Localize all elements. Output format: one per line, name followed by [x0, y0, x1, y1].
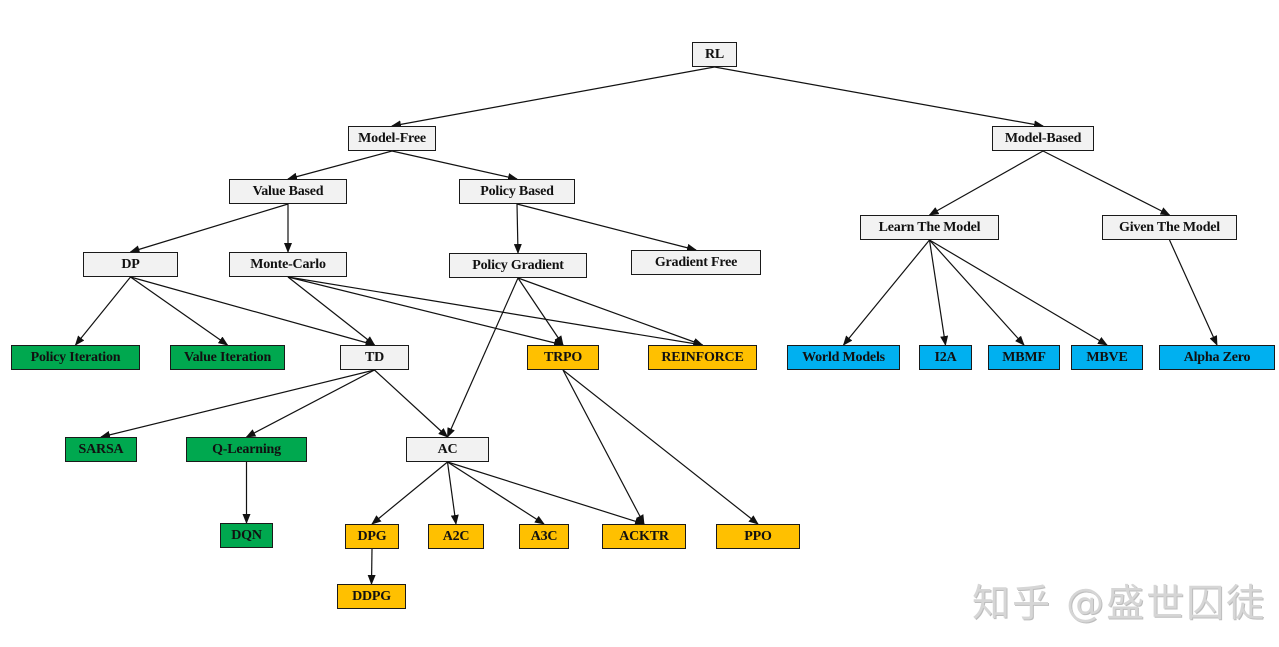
- node-i2a: I2A: [919, 345, 972, 370]
- edge-model-free-to-value-based: [287, 150, 393, 181]
- node-dpg: DPG: [345, 524, 399, 549]
- node-learn-the-model: Learn The Model: [860, 215, 999, 240]
- node-a3c: A3C: [519, 524, 569, 549]
- edge-trpo-to-ppo: [562, 369, 759, 525]
- node-world-models: World Models: [787, 345, 900, 370]
- node-alpha-zero: Alpha Zero: [1159, 345, 1275, 370]
- node-ddpg: DDPG: [337, 584, 406, 609]
- node-acktr: ACKTR: [602, 524, 686, 549]
- edge-given-the-model-to-alpha-zero: [1168, 239, 1218, 346]
- node-rl: RL: [692, 42, 737, 67]
- node-ppo: PPO: [716, 524, 800, 549]
- node-value-iteration: Value Iteration: [170, 345, 285, 370]
- node-value-based: Value Based: [229, 179, 347, 204]
- edge-ac-to-acktr: [447, 461, 645, 526]
- node-trpo: TRPO: [527, 345, 599, 370]
- node-ac: AC: [406, 437, 489, 462]
- edge-model-based-to-learn-the-model: [928, 150, 1044, 216]
- edge-trpo-to-acktr: [562, 369, 645, 525]
- node-mbmf: MBMF: [988, 345, 1060, 370]
- edge-policy-gradient-to-ac: [446, 277, 519, 438]
- edge-td-to-q-learning: [245, 369, 375, 438]
- edge-dp-to-td: [130, 276, 376, 347]
- node-sarsa: SARSA: [65, 437, 137, 462]
- node-policy-gradient: Policy Gradient: [449, 253, 587, 278]
- node-model-based: Model-Based: [992, 126, 1094, 151]
- node-q-learning: Q-Learning: [186, 437, 307, 462]
- edge-learn-the-model-to-mbmf: [929, 239, 1025, 346]
- edge-rl-to-model-based: [714, 66, 1044, 129]
- node-gradient-free: Gradient Free: [631, 250, 761, 275]
- edge-value-based-to-dp: [129, 203, 289, 254]
- edge-monte-carlo-to-trpo: [287, 276, 564, 347]
- edge-ac-to-a2c: [446, 461, 459, 525]
- edge-dp-to-policy-iteration: [74, 276, 131, 346]
- edge-learn-the-model-to-i2a: [928, 239, 949, 346]
- edge-dpg-to-ddpg: [367, 548, 376, 585]
- edge-model-based-to-given-the-model: [1042, 150, 1171, 216]
- edge-learn-the-model-to-mbve: [929, 239, 1108, 346]
- edge-monte-carlo-to-reinforce: [287, 276, 704, 348]
- edge-learn-the-model-to-world-models: [842, 239, 930, 346]
- node-mbve: MBVE: [1071, 345, 1143, 370]
- node-a2c: A2C: [428, 524, 484, 549]
- edge-policy-based-to-policy-gradient: [513, 203, 522, 254]
- node-td: TD: [340, 345, 409, 370]
- edge-td-to-sarsa: [100, 369, 375, 439]
- edge-policy-gradient-to-trpo: [517, 277, 564, 346]
- node-policy-iteration: Policy Iteration: [11, 345, 140, 370]
- edge-monte-carlo-to-td: [287, 276, 376, 346]
- edge-model-free-to-policy-based: [391, 150, 518, 181]
- edge-dp-to-value-iteration: [130, 276, 229, 346]
- node-policy-based: Policy Based: [459, 179, 575, 204]
- edge-policy-based-to-gradient-free: [516, 203, 697, 252]
- edge-td-to-ac: [374, 369, 449, 438]
- node-model-free: Model-Free: [348, 126, 436, 151]
- edge-rl-to-model-free: [391, 66, 715, 129]
- node-dp: DP: [83, 252, 178, 277]
- node-dqn: DQN: [220, 523, 273, 548]
- edge-ac-to-a3c: [447, 461, 545, 525]
- node-given-the-model: Given The Model: [1102, 215, 1237, 240]
- edge-policy-gradient-to-reinforce: [517, 277, 704, 346]
- node-reinforce: REINFORCE: [648, 345, 757, 370]
- node-monte-carlo: Monte-Carlo: [229, 252, 347, 277]
- watermark: 知乎 @盛世囚徒: [972, 581, 1267, 625]
- edge-ac-to-dpg: [371, 461, 448, 525]
